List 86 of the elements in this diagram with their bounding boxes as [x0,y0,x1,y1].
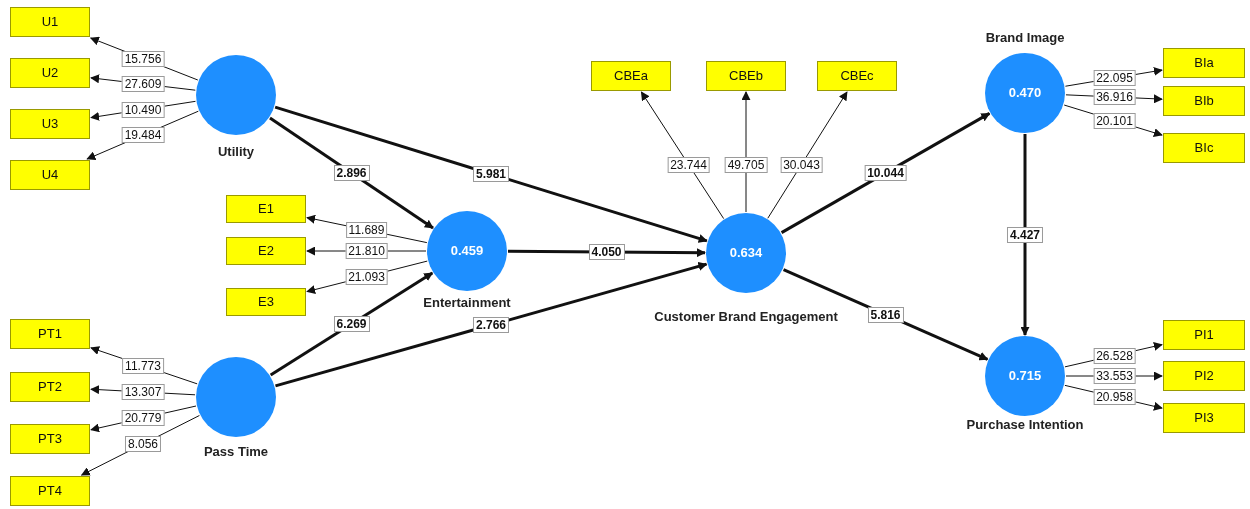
indicator-box [1163,86,1245,116]
edge-label: 4.427 [1007,226,1043,243]
edge-label: 5.816 [867,306,904,323]
indicator-name: BIb [1194,92,1214,111]
indicator-name: E1 [258,200,274,219]
edge-label: 20.779 [121,410,165,426]
construct-name: Pass Time [203,443,269,462]
indicator-box [817,61,897,91]
indicator-box [10,58,90,88]
indicator-box [226,237,306,265]
edge-label: 15.756 [121,50,165,67]
construct-name: Utility [217,143,255,162]
indicator-box [226,195,306,223]
edge-label: 11.773 [122,357,164,374]
indicator-name: E3 [258,293,274,312]
indicator-box [10,372,90,402]
indicator-name: BIa [1194,54,1214,73]
edge-label: 21.093 [345,268,388,285]
edge-label: 11.689 [345,222,388,238]
edge-label: 27.609 [121,76,165,92]
indicator-name: PI3 [1194,409,1214,428]
edge-label: 2.896 [333,165,370,181]
indicator-name: PI2 [1194,367,1214,386]
r-squared-value: 0.470 [1008,84,1042,103]
indicator-name: U2 [41,64,59,83]
edge-label: 22.095 [1093,70,1136,86]
edge-label: 26.528 [1093,347,1136,364]
indicator-name: PT1 [38,325,62,344]
edge-label: 6.269 [333,316,370,332]
indicator-box [10,109,90,139]
indicator-box [1163,361,1245,391]
indicator-box [10,424,90,454]
arrow [1020,134,1030,336]
indicator-name: PT2 [38,378,62,397]
arrow [780,112,991,234]
indicator-box [10,160,90,190]
construct-name: Purchase Intention [966,416,1084,435]
edge-label: 36.916 [1093,89,1136,105]
indicator-box [1163,48,1245,78]
edge-label: 49.705 [724,156,768,173]
indicator-box [226,288,306,316]
edge-label: 2.766 [473,317,509,333]
edge-label: 19.484 [121,127,165,143]
indicator-box [706,61,786,91]
edge-label: 10.044 [864,165,907,181]
indicator-name: PI1 [1194,326,1214,345]
indicator-name: U4 [41,166,59,185]
construct-name: Brand Image [985,29,1065,48]
indicator-box [10,7,90,37]
indicator-box [10,476,90,506]
edge-label: 33.553 [1093,368,1136,384]
edge-label: 10.490 [121,101,165,118]
edge-label: 13.307 [121,384,165,400]
indicator-name: PT3 [38,430,62,449]
edge-label: 20.958 [1093,389,1136,405]
arrow [640,91,725,220]
indicator-name: BIc [1194,139,1214,158]
edge-label: 30.043 [780,156,823,173]
indicator-box [10,319,90,349]
indicator-name: U1 [41,13,59,32]
indicator-box [591,61,671,91]
indicator-name: U3 [41,115,59,134]
indicator-name: CBEc [840,67,874,86]
indicator-name: E2 [258,242,274,261]
edge-label: 8.056 [125,436,161,452]
arrow [274,105,708,243]
r-squared-value: 0.715 [1008,367,1042,386]
arrow [767,91,848,219]
edge-label: 4.050 [588,244,625,260]
r-squared-value: 0.634 [729,244,763,263]
edge-label: 23.744 [667,156,710,173]
construct-name: Entertainment [423,294,511,313]
indicator-name: CBEa [614,67,648,86]
indicator-box [1163,133,1245,163]
indicator-box [1163,320,1245,350]
indicator-box [1163,403,1245,433]
arrow [269,116,434,230]
construct-name: Customer Brand Engagement [654,308,838,327]
edge-label: 20.101 [1093,112,1136,129]
indicator-name: PT4 [38,482,62,501]
arrow [741,91,751,213]
r-squared-value: 0.459 [450,242,484,261]
edge-label: 5.981 [473,166,509,182]
arrow [275,262,708,388]
indicator-name: CBEb [729,67,763,86]
edge-label: 21.810 [345,243,388,259]
